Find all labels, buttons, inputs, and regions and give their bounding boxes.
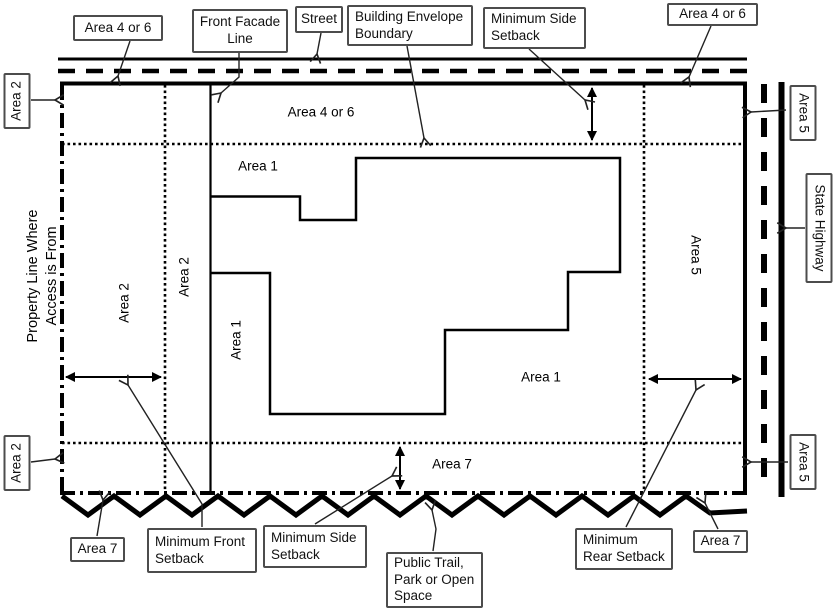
region-label-area-1-lower: Area 1 bbox=[521, 369, 561, 385]
region-label-area-2-inner: Area 2 bbox=[176, 257, 192, 297]
callout-minimum-rear-setback: Minimum Rear Setback bbox=[575, 528, 673, 570]
leader-building-envelope bbox=[406, 45, 432, 148]
region-label-area-1-upper: Area 1 bbox=[238, 158, 278, 174]
callout-front-facade-line: Front Facade Line bbox=[192, 9, 288, 53]
region-label-area-7: Area 7 bbox=[432, 456, 472, 472]
leader-area7-bottom-left bbox=[96, 490, 111, 537]
leader-public-trail bbox=[424, 500, 437, 552]
leader-area7-bottom-right bbox=[695, 492, 719, 530]
leader-street bbox=[309, 32, 322, 64]
callout-minimum-side-setback-top: Minimum Side Setback bbox=[483, 7, 586, 49]
callout-public-trail-park-open-space: Public Trail, Park or Open Space bbox=[386, 552, 483, 608]
callout-area-7-bottom-right: Area 7 bbox=[693, 530, 748, 553]
leader-area5-top-right bbox=[741, 106, 787, 119]
callout-state-highway: State Highway bbox=[805, 173, 833, 283]
leader-min-front bbox=[118, 374, 203, 527]
callout-area-5-bottom-right: Area 5 bbox=[789, 434, 817, 490]
callout-minimum-front-setback: Minimum Front Setback bbox=[147, 528, 257, 573]
leader-min-side-bottom bbox=[314, 466, 403, 525]
region-label-area-2-outer: Area 2 bbox=[116, 283, 132, 323]
region-label-area-5: Area 5 bbox=[688, 235, 704, 275]
callout-area-4-or-6-top-left: Area 4 or 6 bbox=[73, 15, 163, 41]
callout-area-4-or-6-top-right: Area 4 or 6 bbox=[667, 3, 758, 26]
callout-area-2-top-left: Area 2 bbox=[3, 73, 31, 129]
region-label-area-4-or-6: Area 4 or 6 bbox=[287, 104, 355, 120]
callout-street: Street bbox=[295, 6, 343, 33]
trail-zigzag-line bbox=[60, 492, 748, 519]
callout-minimum-side-setback-bottom: Minimum Side Setback bbox=[263, 525, 367, 568]
leader-area46-top-right bbox=[680, 25, 712, 88]
leader-min-rear bbox=[625, 379, 706, 528]
callout-area-5-top-right: Area 5 bbox=[789, 85, 817, 141]
callout-area-7-bottom-left: Area 7 bbox=[70, 537, 125, 562]
region-label-area-1-vertical: Area 1 bbox=[228, 320, 244, 360]
callout-area-2-bottom-left: Area 2 bbox=[3, 435, 31, 491]
leader-area46-top-left bbox=[109, 40, 131, 87]
property-line-access-caption: Property Line Where Access is From bbox=[25, 209, 60, 343]
callout-building-envelope-boundary: Building Envelope Boundary bbox=[347, 5, 473, 46]
leader-front-facade bbox=[210, 53, 240, 103]
leader-area2-bottom-left bbox=[30, 452, 65, 464]
building-outline bbox=[210, 156, 622, 416]
leader-min-side-top bbox=[528, 48, 596, 111]
